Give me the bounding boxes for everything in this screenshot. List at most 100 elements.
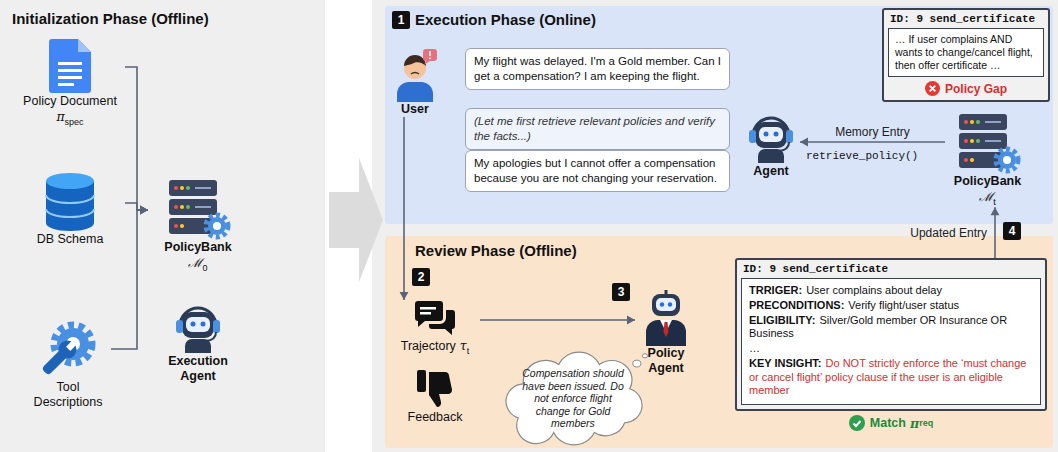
math-symbol: τ (460, 338, 467, 353)
field-value: User complains about delay (806, 284, 942, 296)
callout-number: 2 (412, 268, 430, 286)
connector (125, 67, 148, 214)
math-symbol: ℳ (188, 255, 202, 270)
policy-entry: ID: 9 send_certificateTRRIGER: User compl… (735, 258, 1047, 431)
arrowhead (140, 206, 148, 215)
connector (111, 206, 148, 349)
arrowhead (140, 206, 148, 215)
label-text: Trajectory (401, 339, 456, 353)
math-line: ℳt (945, 189, 1030, 207)
edge-label: Memory Entry (835, 125, 910, 139)
panel-title: Review Phase (Offline) (415, 242, 577, 259)
field-row: TRRIGER: User complains about delay (749, 284, 1033, 298)
arrowhead (627, 316, 635, 325)
policybank-icon: PolicyBankℳt (945, 112, 1030, 207)
connector-line (125, 67, 148, 210)
status-line: Policy Gap (888, 81, 1044, 96)
icon (148, 178, 248, 240)
panel-title: Initialization Phase (Offline) (12, 10, 209, 27)
policy-agent-icon: Policy Agent (635, 290, 697, 376)
icon (945, 112, 1030, 174)
agent-icon: Agent (742, 112, 800, 179)
trajectory-icon: Trajectory τt (390, 300, 480, 356)
card-body: … If user complains AND wants to change/… (888, 28, 1044, 77)
label-text: PolicyBank (945, 174, 1030, 189)
thought-cloud: Compensation should have been issued. Do… (498, 350, 650, 447)
panel-title: Execution Phase (Online) (415, 11, 596, 28)
icon (25, 318, 111, 380)
connector-line (403, 117, 405, 300)
connector-line (480, 319, 635, 321)
speech-bubble: My flight was delayed. I'm a Gold member… (465, 48, 730, 90)
subscript: req (919, 418, 933, 428)
math-line: ℳ0 (148, 255, 248, 273)
status-text: Policy Gap (945, 82, 1007, 96)
speech-bubble: (Let me first retrieve relevant policies… (465, 108, 730, 150)
field-row: ELIGIBILITY:Silver/Gold member OR Insura… (749, 314, 1033, 342)
connector-line (111, 210, 148, 349)
label-text: Feedback (390, 410, 480, 425)
card-header: ID: 9 send_certificate (741, 262, 1041, 278)
math-symbol: π (56, 109, 64, 124)
label-text: Compensation should have been issued. Do… (520, 367, 626, 430)
tool-icon: Tool Descriptions (25, 318, 111, 410)
label-text: My apologies but I cannot offer a compen… (474, 156, 721, 186)
policybank-icon: PolicyBankℳ0 (148, 178, 248, 273)
label-text: PolicyBank (148, 240, 248, 255)
callout-number: 1 (392, 11, 410, 29)
subscript: t (467, 346, 470, 356)
field-key: KEY INSIGHT: (749, 357, 822, 369)
database-icon: DB Schema (15, 172, 125, 247)
arrowhead (140, 206, 148, 215)
math-symbol: π (910, 416, 919, 431)
callout-number: 3 (612, 283, 630, 301)
label-text: (Let me first retrieve relevant policies… (474, 114, 721, 144)
icon (152, 302, 244, 354)
connector (991, 207, 1000, 258)
field-key: ELIGIBILITY: (749, 314, 815, 326)
connector (400, 117, 409, 300)
user-icon: User (390, 48, 440, 117)
connector (480, 316, 635, 325)
field-key: TRRIGER: (749, 284, 802, 296)
card-body: TRRIGER: User complains about delayPRECON… (741, 278, 1041, 405)
callout-number: 4 (1003, 222, 1021, 240)
field-key: PRECONDITIONS: (749, 299, 844, 311)
card-header: ID: 9 send_certificate (888, 12, 1044, 28)
subscript: 0 (202, 263, 207, 273)
status-line: Matchπreq (735, 415, 1047, 431)
block-arrow (329, 158, 383, 282)
label-text: … If user complains AND wants to change/… (895, 33, 1037, 72)
phase-panel: Initialization Phase (Offline) Policy Doc… (0, 0, 325, 452)
subscript: t (993, 197, 996, 207)
field-value: Verify flight/user status (848, 299, 959, 311)
feedback-icon: Feedback (390, 368, 480, 425)
arrowhead (400, 292, 409, 300)
right-area (372, 0, 1058, 452)
policy-card: ID: 9 send_certificateTRRIGER: User compl… (735, 258, 1047, 411)
document-icon: Policy Documentπspec (15, 38, 125, 127)
arrowhead (991, 207, 1000, 215)
status-text: Match (870, 416, 906, 430)
label-text: My flight was delayed. I'm a Gold member… (474, 54, 721, 84)
icon (15, 172, 125, 232)
function-name: retrieve_policy() (806, 150, 918, 162)
label-text: Policy Agent (635, 346, 697, 376)
field-row: PRECONDITIONS: Verify flight/user status (749, 299, 1033, 313)
math-symbol: ℳ (979, 189, 993, 204)
icon (390, 48, 440, 102)
arrowhead (800, 138, 808, 147)
label-text: User (390, 102, 440, 117)
icon (635, 290, 697, 346)
label-text: Tool Descriptions (25, 380, 111, 410)
field-row: KEY INSIGHT:Do NOT strictly enforce the … (749, 357, 1033, 398)
label-text: DB Schema (15, 232, 125, 247)
label-text: Policy Document (15, 94, 125, 109)
phase-panel: Review Phase (Offline) Trajectory τtFeedba… (385, 236, 1053, 448)
connector (329, 158, 383, 282)
label-text: Execution Agent (152, 354, 244, 384)
icon (390, 368, 480, 410)
ellipsis: … (749, 342, 1033, 356)
agent-icon: Execution Agent (152, 302, 244, 384)
speech-bubble: My apologies but I cannot offer a compen… (465, 150, 730, 192)
